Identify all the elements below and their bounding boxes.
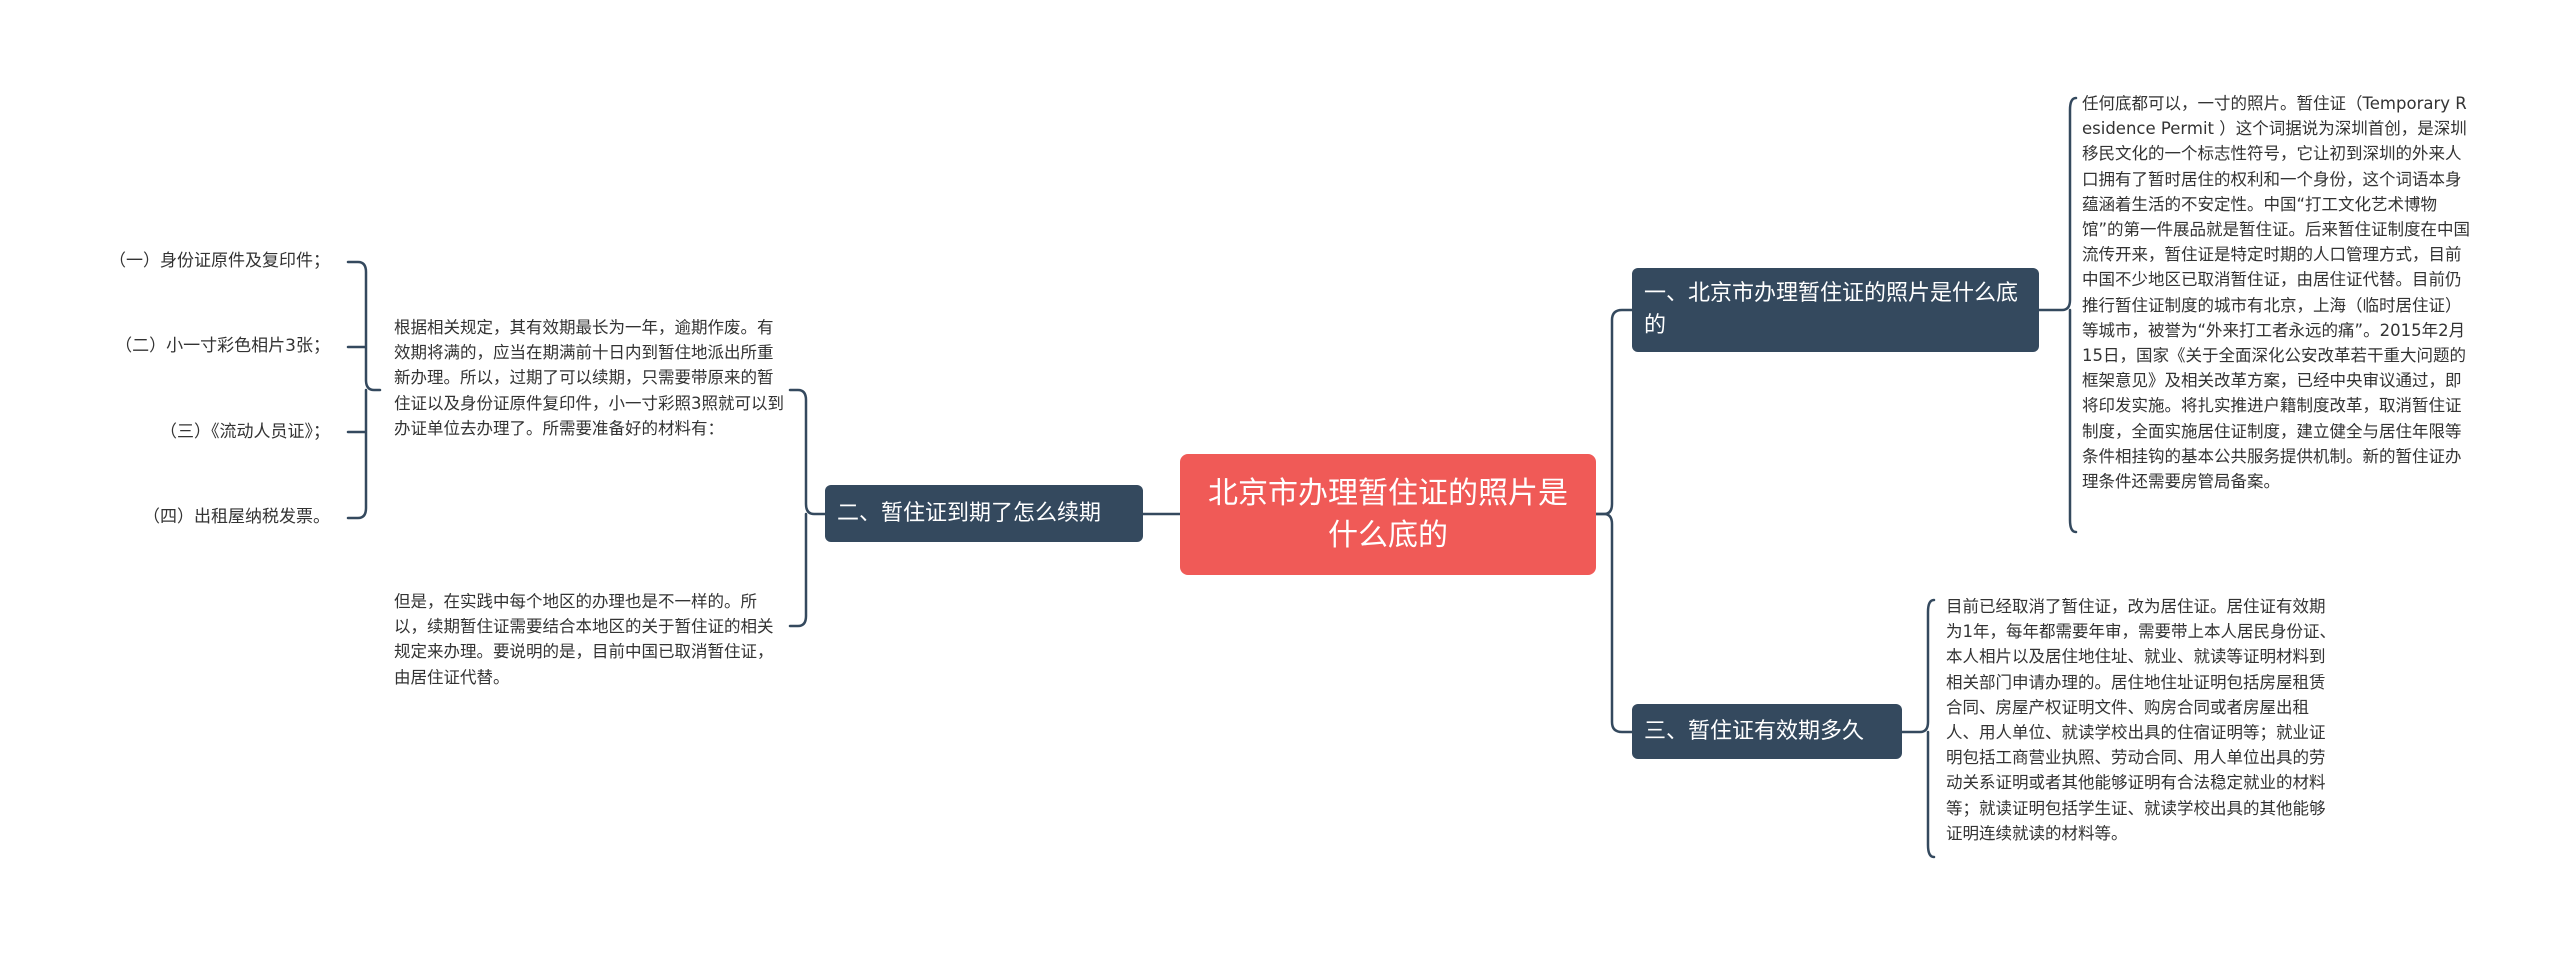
branch-renewal-detail-a: 根据相关规定，其有效期最长为一年，逾期作废。有效期将满的，应当在期满前十日内到暂… <box>394 318 784 438</box>
edge-branch3-detail <box>1900 598 1936 859</box>
edge-root-branch3 <box>1594 512 1634 734</box>
renewal-item-tax-invoice: （四）出租屋纳税发票。 <box>143 507 330 527</box>
branch-photo-background[interactable]: 一、北京市办理暂住证的照片是什么底的 <box>1632 268 2039 352</box>
branch-renewal[interactable]: 二、暂住证到期了怎么续期 <box>825 485 1143 542</box>
renewal-item-photos: （二）小一寸彩色相片3张； <box>115 336 330 356</box>
edge-paragraph-items <box>346 260 382 520</box>
edge-root-branch1 <box>1594 308 1634 516</box>
branch-photo-background-label: 一、北京市办理暂住证的照片是什么底的 <box>1644 281 2019 338</box>
root-topic-label: 北京市办理暂住证的照片是什么底的 <box>1208 475 1568 553</box>
branch-validity-detail: 目前已经取消了暂住证，改为居住证。居住证有效期为1年，每年都需要年审，需要带上本… <box>1946 597 2336 843</box>
branch-validity-label: 三、暂住证有效期多久 <box>1644 718 1865 744</box>
renewal-item-id-card: （一）身份证原件及复印件； <box>109 251 330 271</box>
branch-photo-background-detail: 任何底都可以，一寸的照片。暂住证（Temporary Residence Per… <box>2082 94 2471 492</box>
branch-validity[interactable]: 三、暂住证有效期多久 <box>1632 704 1902 759</box>
branch-renewal-detail-b: 但是，在实践中每个地区的办理也是不一样的。所以，续期暂住证需要结合本地区的关于暂… <box>394 592 774 687</box>
renewal-item-migrant-card: （三）《流动人员证》； <box>160 422 330 442</box>
root-topic[interactable]: 北京市办理暂住证的照片是什么底的 <box>1180 454 1596 575</box>
branch-renewal-label: 二、暂住证到期了怎么续期 <box>837 500 1102 526</box>
edge-branch2-paragraphs <box>788 388 827 628</box>
edge-branch1-detail <box>2037 96 2078 534</box>
